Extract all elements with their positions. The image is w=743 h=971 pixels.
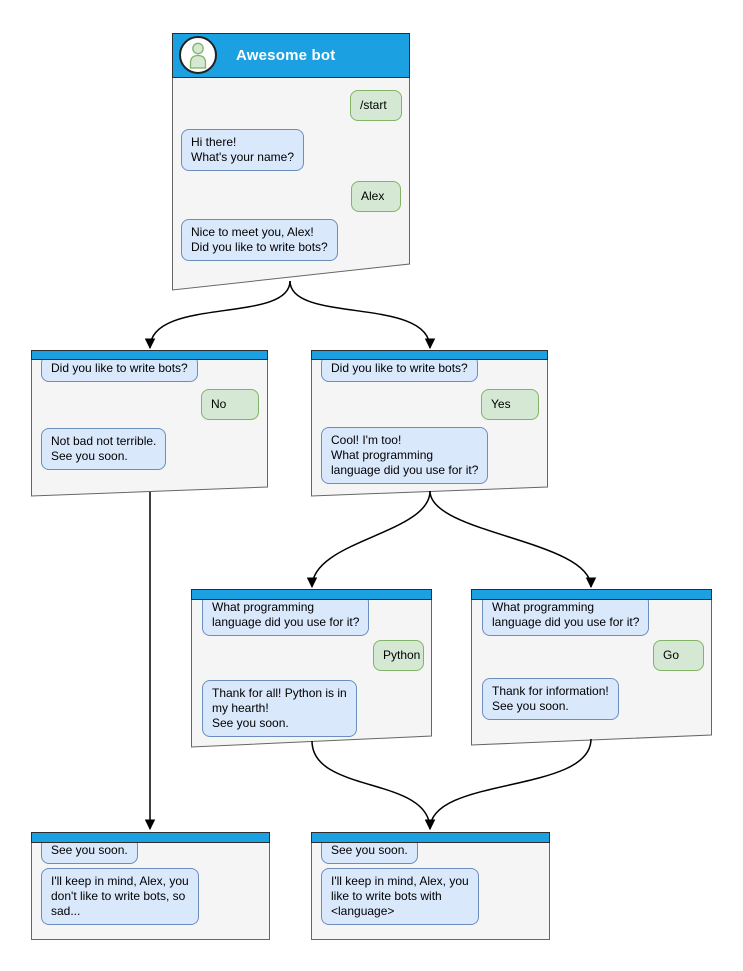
message-bot-thanks-info: Thank for information! See you soon.: [482, 678, 619, 720]
bot-name-title: Awesome bot: [236, 47, 336, 64]
message-user-no: No: [201, 389, 259, 420]
edge-python-to-end-yes: [311, 740, 436, 831]
message-user-yes: Yes: [481, 389, 539, 420]
message-user-python: Python: [373, 640, 424, 671]
message-bot-greeting: Hi there! What's your name?: [181, 129, 305, 171]
message-user-start: /start: [350, 90, 402, 121]
person-icon: [189, 42, 207, 69]
edge-branch-yes-to-go: [429, 490, 597, 589]
message-bot-nice-to-meet: Nice to meet you, Alex! Did you like to …: [181, 219, 338, 261]
message-user-go: Go: [653, 640, 704, 671]
edge-branch-yes-to-python: [306, 490, 431, 589]
message-bot-cool: Cool! I'm too! What programming language…: [321, 427, 489, 484]
edge-go-to-end-yes: [424, 738, 592, 831]
end-no-titlebar: [31, 832, 270, 843]
message-bot-question-language: What programming language did you use fo…: [482, 594, 650, 636]
message-bot-keep-in-mind-yes: I'll keep in mind, Alex, you like to wri…: [321, 868, 479, 925]
message-user-name: Alex: [351, 181, 401, 212]
message-bot-question-language: What programming language did you use fo…: [202, 594, 370, 636]
message-bot-thanks-python: Thank for all! Python is in my hearth! S…: [202, 680, 357, 737]
branch-yes-titlebar: [311, 350, 548, 360]
message-bot-keep-in-mind-no: I'll keep in mind, Alex, you don't like …: [41, 868, 199, 925]
message-bot-not-bad: Not bad not terrible. See you soon.: [41, 428, 167, 470]
edge-main-to-branch-yes: [289, 280, 436, 350]
bot-avatar: [179, 36, 217, 74]
end-yes-titlebar: [311, 832, 550, 843]
edge-main-to-branch-no: [144, 280, 291, 350]
branch-python-titlebar: [191, 589, 432, 600]
branch-no-titlebar: [31, 350, 268, 360]
branch-go-titlebar: [471, 589, 712, 600]
main-window-titlebar: Awesome bot: [172, 33, 410, 78]
